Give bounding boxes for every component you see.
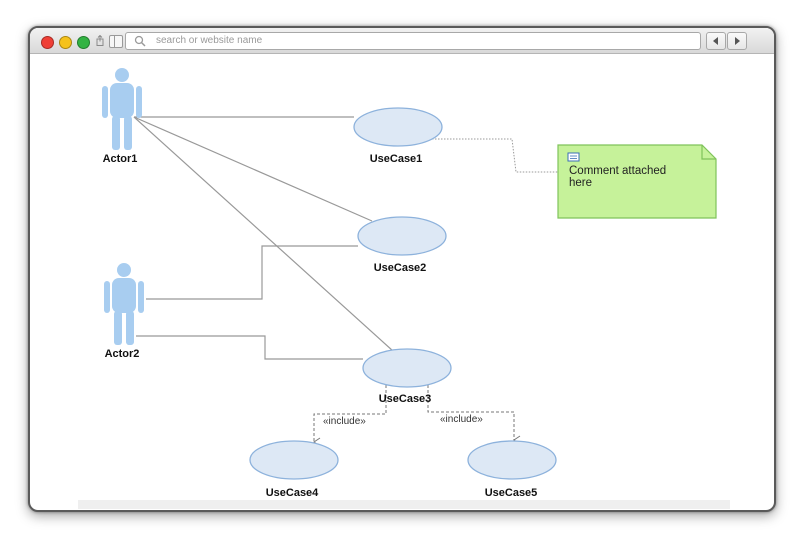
association-actor1-usecase2 — [133, 116, 373, 222]
note-icon — [567, 152, 580, 162]
forward-arrow-icon — [735, 37, 740, 45]
note-text-line2: here — [569, 177, 592, 189]
association-actor1-usecase3 — [133, 116, 394, 352]
browser-window: search or website name — [28, 26, 776, 512]
actor1-label: Actor1 — [103, 153, 138, 165]
association-lines — [133, 116, 394, 360]
include-label-1: «include» — [323, 416, 366, 427]
usecase4-label: UseCase4 — [266, 487, 319, 499]
sidebar-toggle-icon[interactable] — [109, 35, 123, 48]
note-text-line1: Comment attached — [569, 165, 666, 177]
usecase3-label: UseCase3 — [379, 393, 432, 405]
include-usecase3-usecase5 — [427, 385, 521, 445]
actor2-figure-icon[interactable] — [104, 263, 144, 345]
usecase2-label: UseCase2 — [374, 262, 427, 274]
actor1-figure-icon[interactable] — [102, 68, 142, 150]
maximize-window-button[interactable] — [77, 36, 90, 49]
usecase2-ellipse[interactable] — [357, 216, 447, 256]
canvas-bottom-bar — [78, 500, 730, 509]
association-actor2-usecase3 — [136, 335, 363, 360]
usecase5-label: UseCase5 — [485, 487, 538, 499]
usecase3-ellipse[interactable] — [362, 348, 452, 388]
usecase1-label: UseCase1 — [370, 153, 423, 165]
close-window-button[interactable] — [41, 36, 54, 49]
diagram-canvas: «include» «include» Actor1 Act — [30, 54, 774, 510]
include-label-2: «include» — [440, 414, 483, 425]
comment-note[interactable] — [557, 144, 717, 219]
forward-button[interactable] — [727, 32, 747, 50]
address-placeholder: search or website name — [156, 35, 263, 46]
usecase1-ellipse[interactable] — [353, 107, 443, 147]
share-icon[interactable] — [96, 35, 104, 46]
back-arrow-icon — [713, 37, 718, 45]
usecase4-ellipse[interactable] — [249, 440, 339, 480]
include-dependencies — [313, 385, 521, 447]
note-anchor-line — [432, 138, 558, 173]
address-bar[interactable]: search or website name — [125, 32, 701, 50]
use-case-diagram: «include» «include» Actor1 Act — [102, 68, 717, 499]
include-usecase3-usecase4 — [313, 385, 387, 447]
search-icon — [134, 35, 146, 47]
association-actor2-usecase2 — [146, 245, 358, 300]
back-button[interactable] — [706, 32, 726, 50]
usecase5-ellipse[interactable] — [467, 440, 557, 480]
actor2-label: Actor2 — [105, 348, 140, 360]
browser-toolbar: search or website name — [30, 28, 774, 54]
minimize-window-button[interactable] — [59, 36, 72, 49]
